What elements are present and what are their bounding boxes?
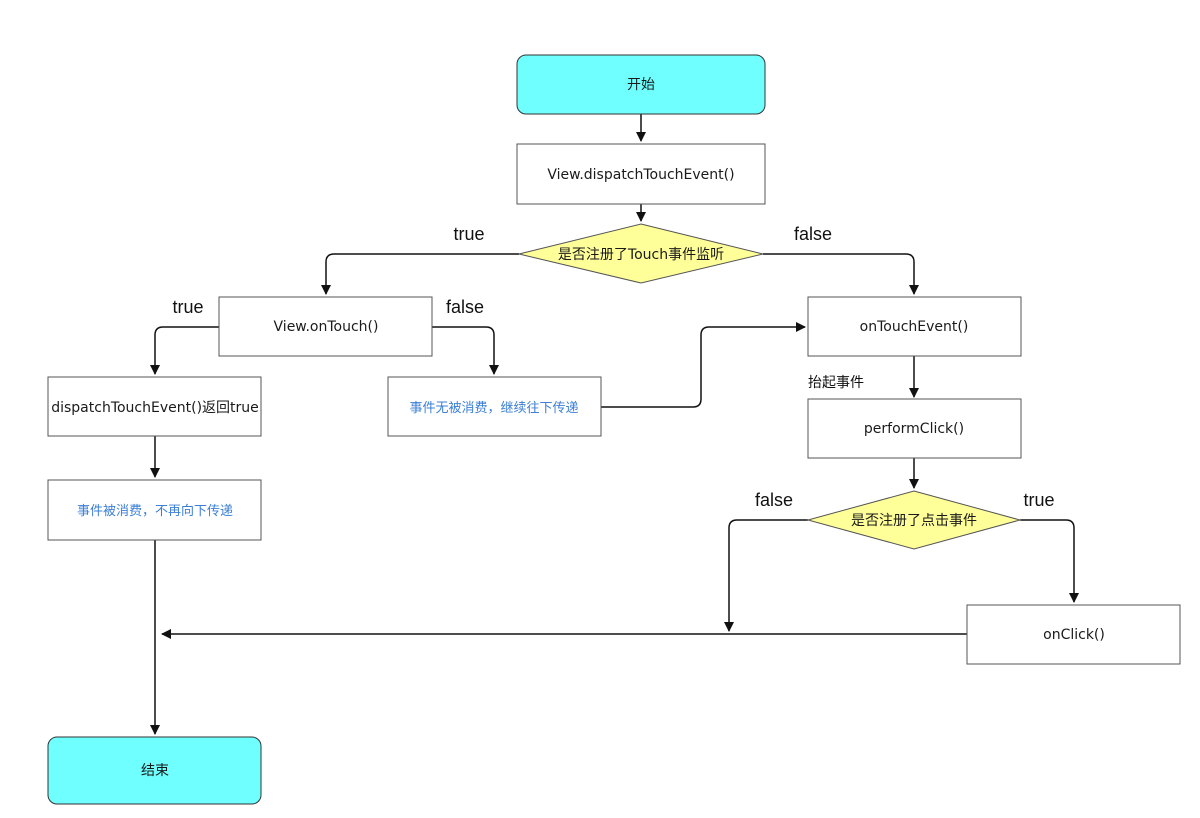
- dispatch-process-shape: [516, 143, 766, 205]
- node-start: 开始: [516, 54, 766, 115]
- end-label: 结束: [141, 763, 169, 779]
- start-terminal-shape: [516, 54, 766, 115]
- node-touch-listener-decision: 是否注册了Touch事件监听: [518, 223, 764, 284]
- performclick-process-shape: [807, 398, 1022, 459]
- edge-ontouch-true: [150, 326, 219, 375]
- label-lift-event: 抬起事件: [808, 374, 864, 390]
- click-decision-diamond: [806, 490, 1022, 550]
- edges: [150, 114, 1079, 735]
- label-touch-false: false: [794, 224, 832, 244]
- node-perform-click: performClick(): [807, 398, 1022, 459]
- not-consumed-label: 事件无被消费，继续往下传递: [409, 401, 578, 416]
- onclick-process-shape: [966, 604, 1181, 665]
- node-view-ontouch: View.onTouch(): [218, 296, 433, 357]
- touch-decision-label: 是否注册了Touch事件监听: [558, 247, 724, 263]
- not-consumed-process-shape: [387, 376, 602, 437]
- edge-ontouch-false: [432, 326, 499, 375]
- label-click-false: false: [755, 490, 793, 510]
- dispatch-label: View.dispatchTouchEvent(): [547, 167, 734, 183]
- node-click-listener-decision: 是否注册了点击事件: [806, 490, 1022, 550]
- label-touch-true: true: [453, 224, 484, 244]
- click-decision-label: 是否注册了点击事件: [851, 513, 977, 529]
- ontouchevent-process-shape: [807, 296, 1022, 357]
- node-consumed-note: 事件被消费，不再向下传递: [47, 479, 262, 541]
- node-onclick: onClick(): [966, 604, 1181, 665]
- ontouch-process-shape: [218, 296, 433, 357]
- edge-click-decision-true: [1020, 519, 1079, 603]
- onclick-label: onClick(): [1043, 627, 1105, 643]
- ontouch-label: View.onTouch(): [274, 319, 379, 335]
- consumed-process-shape: [47, 479, 262, 541]
- node-end: 结束: [47, 736, 262, 805]
- node-dispatch-returns-true: dispatchTouchEvent()返回true: [47, 376, 262, 437]
- node-ontouchevent: onTouchEvent(): [807, 296, 1022, 357]
- end-terminal-shape: [47, 736, 262, 805]
- ontouchevent-label: onTouchEvent(): [860, 319, 969, 335]
- label-ontouch-true: true: [172, 297, 203, 317]
- dispatch-true-process-shape: [47, 376, 262, 437]
- edge-click-decision-false: [724, 519, 808, 632]
- node-dispatch-touch-event: View.dispatchTouchEvent(): [516, 143, 766, 205]
- dispatch-true-label: dispatchTouchEvent()返回true: [51, 400, 259, 416]
- edge-touch-decision-false: [763, 253, 919, 295]
- consumed-label: 事件被消费，不再向下传递: [77, 503, 233, 519]
- touch-decision-diamond: [518, 223, 764, 284]
- edge-labels: true false true false 抬起事件 false true: [172, 224, 1054, 510]
- edge-not-consumed-to-ontouchevent: [601, 322, 806, 408]
- start-label: 开始: [627, 77, 655, 93]
- node-not-consumed-note: 事件无被消费，继续往下传递: [387, 376, 602, 437]
- label-click-true: true: [1023, 490, 1054, 510]
- label-ontouch-false: false: [446, 297, 484, 317]
- edge-touch-decision-true: [321, 253, 519, 295]
- performclick-label: performClick(): [864, 421, 964, 437]
